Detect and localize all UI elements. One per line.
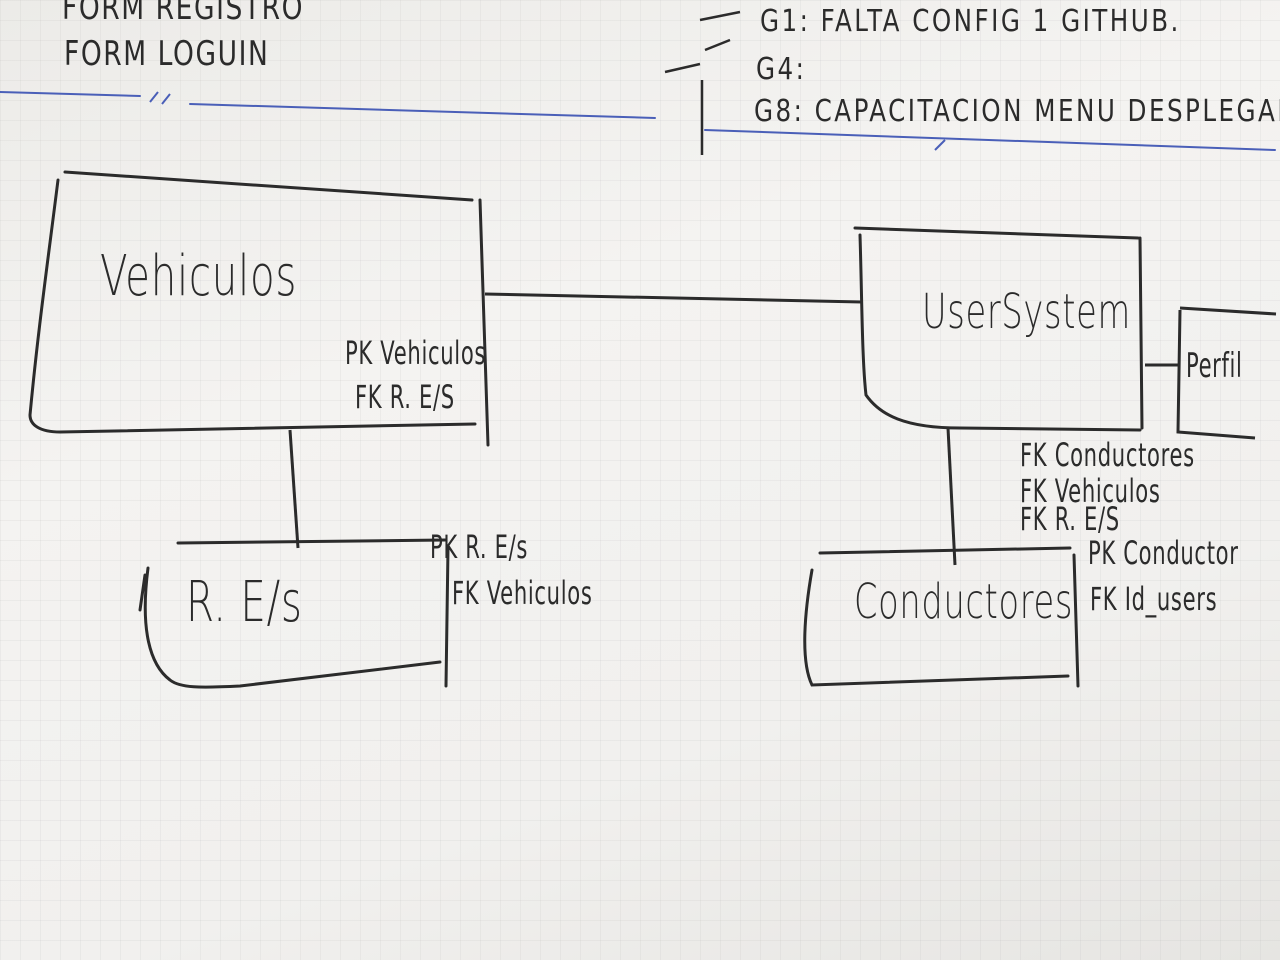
conductores-box (803, 546, 1080, 688)
note-g8: G8: CAPACITACION MENU DESPLEGABLE (754, 94, 1280, 129)
vehiculos-fk: FK R. E/S (355, 378, 455, 416)
perfil-box (1145, 306, 1277, 440)
vehiculos-pk: PK Vehiculos (345, 334, 487, 372)
usersystem-fk-vehiculos: FK Vehiculos (1020, 472, 1161, 510)
entity-res-title: R. E/s (186, 570, 303, 635)
blue-divider-right (704, 129, 1276, 151)
dash-marks (664, 10, 741, 74)
res-pk: PK R. E/s (430, 528, 529, 566)
usersystem-fk-res: FK R. E/S (1020, 500, 1120, 538)
note-g1: G1: FALTA CONFIG 1 GITHUB. (760, 4, 1181, 39)
conductores-fk: FK Id_users (1090, 580, 1218, 618)
note-form-loguin: FORM LOGUIN (64, 34, 270, 74)
usersystem-fk-conductores: FK Conductores (1020, 436, 1195, 474)
conductores-pk: PK Conductor (1088, 534, 1239, 572)
entity-vehiculos-title: Vehiculos (100, 244, 298, 309)
res-box (138, 538, 450, 689)
entity-usersystem-title: UserSystem (922, 284, 1131, 340)
blue-tick-marks-right (934, 139, 946, 151)
vehiculos-box (28, 170, 490, 447)
note-form-registro: FORM REGISTRO (62, 0, 305, 28)
blue-divider-left (0, 91, 656, 119)
note-g4: G4: (756, 52, 807, 87)
vehiculos-res-link (288, 429, 300, 549)
usersystem-box (853, 226, 1144, 432)
entity-conductores-title: Conductores (854, 574, 1074, 630)
usersystem-conductores-link (946, 427, 957, 566)
entity-perfil-title: Perfil (1186, 346, 1243, 386)
vehiculos-usersystem-link (484, 292, 863, 304)
blue-tick-marks (149, 91, 171, 105)
res-fk: FK Vehiculos (452, 574, 593, 612)
